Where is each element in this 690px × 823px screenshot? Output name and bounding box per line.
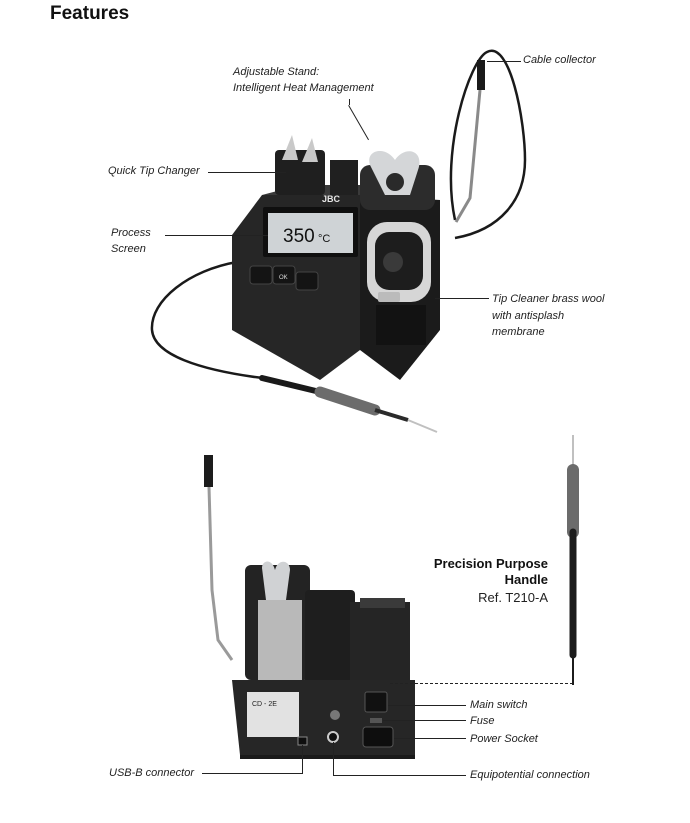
handle-reference: Ref. T210-A <box>478 590 548 605</box>
ok-button-label: OK <box>279 275 288 281</box>
screen-temperature: 350 <box>283 226 315 247</box>
callout-main-switch: Main switch <box>470 699 528 711</box>
leader-line <box>388 705 466 706</box>
brand-logo: JBC <box>322 194 341 204</box>
back-station-illustration: CD - 2E <box>204 455 415 759</box>
leader-line <box>435 298 489 299</box>
handle-grip <box>314 386 381 416</box>
page-title: Features <box>50 3 130 24</box>
process-screen <box>268 213 353 253</box>
handle-title-line1: Precision Purpose <box>433 556 548 571</box>
top-station-illustration: 350 °C JBC OK <box>150 49 527 433</box>
callout-quick-tip-changer: Quick Tip Changer <box>108 165 200 177</box>
callout-tip-cleaner-line1: Tip Cleaner brass wool <box>492 293 605 305</box>
rating-label <box>247 692 299 737</box>
callout-usb-b-connector: USB-B connector <box>109 767 194 779</box>
cable-collector-clip <box>477 60 485 90</box>
main-switch <box>364 691 388 713</box>
leader-line <box>165 235 268 236</box>
callout-adjustable-stand-line1: Adjustable Stand: <box>233 66 320 78</box>
leader-line <box>333 775 466 776</box>
leader-line <box>487 61 521 62</box>
leader-line <box>333 742 334 775</box>
callout-power-socket: Power Socket <box>470 733 538 745</box>
leader-line <box>394 738 466 739</box>
callout-tip-cleaner-line2: with antisplash <box>492 310 565 322</box>
usb-b-socket <box>297 736 308 746</box>
adjustable-stand <box>369 150 420 195</box>
callout-adjustable-stand-line2: Intelligent Heat Management <box>233 82 374 94</box>
power-socket <box>362 726 394 748</box>
leader-line <box>302 745 303 773</box>
callout-tip-cleaner-line3: membrane <box>492 326 545 338</box>
callout-process-screen-line1: Process <box>111 227 151 239</box>
callout-cable-collector: Cable collector <box>523 54 596 66</box>
leader-line <box>349 99 350 105</box>
screen-unit: °C <box>318 233 330 245</box>
leader-line <box>208 172 286 173</box>
callout-equipotential-connection: Equipotential connection <box>470 769 590 781</box>
dashed-leader <box>390 683 573 684</box>
equipotential-socket <box>327 731 339 743</box>
callout-process-screen-line2: Screen <box>111 243 146 255</box>
handle-title-line2: Handle <box>504 572 548 587</box>
leader-line <box>202 773 303 774</box>
handle-title: Precision Purpose Handle <box>380 556 548 588</box>
model-label: CD - 2E <box>252 701 277 708</box>
callout-fuse: Fuse <box>470 715 495 727</box>
fuse-holder <box>370 718 382 723</box>
leader-line <box>383 720 466 721</box>
